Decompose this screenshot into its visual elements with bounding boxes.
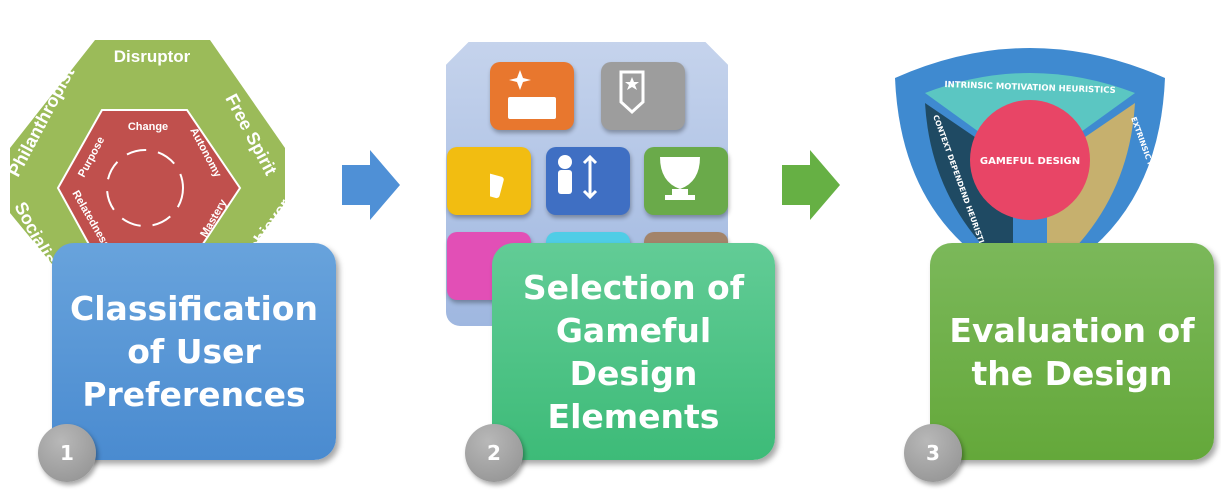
- arrow-right-icon: [782, 150, 840, 220]
- icon-glyphs: [490, 70, 700, 200]
- center-label: GAMEFUL DESIGN: [980, 156, 1080, 167]
- label-disruptor: Disruptor: [114, 47, 191, 66]
- step-1-number-badge: 1: [38, 424, 96, 482]
- dice-icon: [447, 147, 531, 215]
- step-3-card: Evaluation of the Design: [930, 243, 1214, 460]
- label-change: Change: [128, 121, 168, 133]
- step-3-title-line: Evaluation of: [949, 310, 1195, 350]
- step-2-card: Selection of Gameful Design Elements: [492, 243, 775, 460]
- step-1-title-line: Classification: [70, 289, 318, 328]
- heuristics-diagram: GAMEFUL DESIGN INTRINSIC MOTIVATION HEUR…: [895, 48, 1175, 258]
- step-3-title-line: the Design: [971, 353, 1173, 393]
- arrow-right-icon: [342, 150, 400, 220]
- step-1-title-line: of User: [127, 332, 261, 371]
- step-2-title-line: Gameful: [555, 310, 712, 350]
- step-2-title-line: Elements: [547, 396, 720, 436]
- step-3-number-badge: 3: [904, 424, 962, 482]
- step-1-title-line: Preferences: [82, 375, 306, 414]
- step-1-card: Classification of User Preferences: [52, 243, 336, 460]
- step-2-title-line: Design: [569, 353, 698, 393]
- step-2-number-badge: 2: [465, 424, 523, 482]
- step-2-title-line: Selection of: [522, 267, 745, 307]
